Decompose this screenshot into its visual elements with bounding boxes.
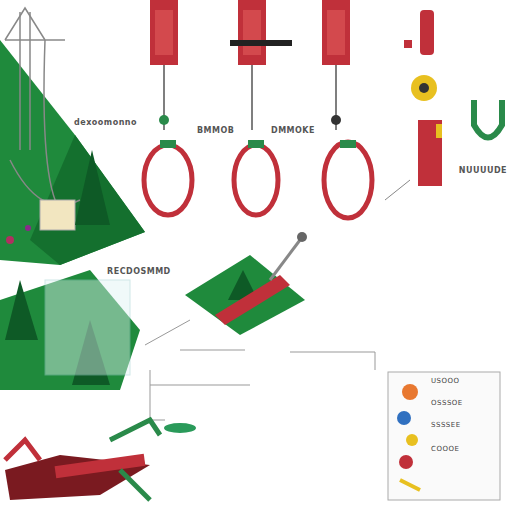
leader-line <box>385 180 410 200</box>
bench <box>215 275 290 325</box>
disc <box>411 75 437 101</box>
card <box>388 372 500 500</box>
box <box>418 120 442 186</box>
card-text: SSSSEE <box>430 422 462 429</box>
card-text: USOOO <box>430 378 461 385</box>
part-label: RECDOSMMD <box>106 268 172 276</box>
part-label: dexoomonno <box>73 119 138 127</box>
slope <box>0 40 145 265</box>
slope <box>0 270 140 390</box>
mat <box>164 423 196 433</box>
machine <box>5 420 160 500</box>
part-label: DMMOKE <box>270 127 316 135</box>
platform <box>185 255 305 335</box>
device <box>420 10 434 55</box>
part-label: NUUUUDE <box>458 167 508 175</box>
u-handle <box>474 100 502 138</box>
swing-frame <box>5 8 80 210</box>
device <box>404 40 412 48</box>
card-text: OSSSOE <box>430 400 464 407</box>
basket <box>40 200 75 230</box>
card-text: COOOE <box>430 446 460 453</box>
glass-panel <box>45 280 130 375</box>
slope-shade <box>30 135 145 265</box>
leader-lines <box>145 320 375 420</box>
card-icons <box>397 384 420 490</box>
part-label: BMMOB <box>196 127 235 135</box>
ball <box>25 225 31 231</box>
tree <box>75 150 110 225</box>
ball <box>6 236 14 244</box>
hanging-devices <box>144 0 372 218</box>
